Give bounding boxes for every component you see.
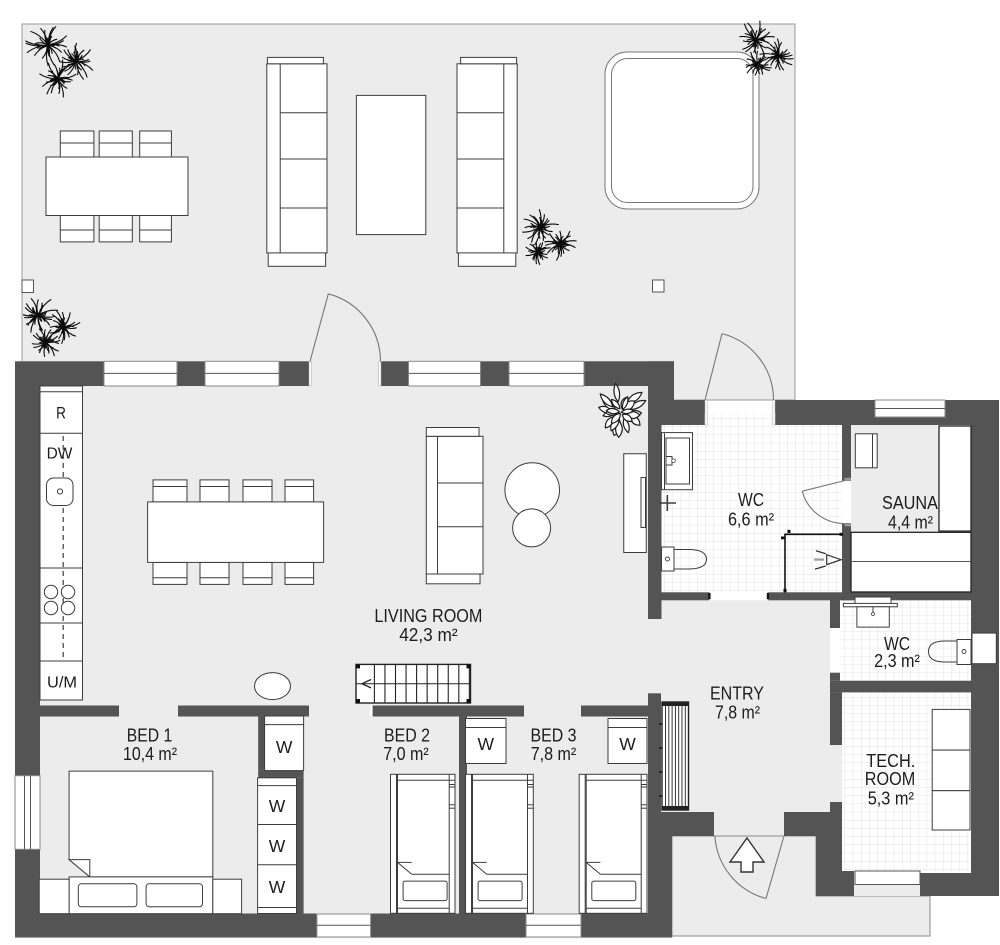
svg-text:U/M: U/M bbox=[47, 675, 77, 692]
svg-text:10,4 m²: 10,4 m² bbox=[123, 744, 177, 764]
svg-text:7,0 m²: 7,0 m² bbox=[383, 744, 429, 764]
svg-text:7,8 m²: 7,8 m² bbox=[715, 703, 760, 723]
svg-text:BED 1: BED 1 bbox=[127, 726, 172, 746]
svg-text:ROOM: ROOM bbox=[865, 769, 915, 789]
svg-text:W: W bbox=[478, 734, 495, 754]
svg-text:WC: WC bbox=[738, 490, 764, 510]
svg-text:W: W bbox=[269, 796, 286, 816]
svg-text:SAUNA: SAUNA bbox=[882, 493, 938, 513]
svg-text:4,4 m²: 4,4 m² bbox=[888, 513, 933, 533]
svg-text:2,3 m²: 2,3 m² bbox=[874, 651, 920, 671]
svg-text:TECH.: TECH. bbox=[866, 751, 915, 771]
svg-text:W: W bbox=[269, 836, 286, 856]
svg-text:42,3 m²: 42,3 m² bbox=[399, 625, 457, 645]
svg-text:DW: DW bbox=[47, 446, 73, 463]
svg-text:R: R bbox=[56, 405, 66, 423]
svg-text:BED 2: BED 2 bbox=[384, 726, 430, 746]
svg-text:BED 3: BED 3 bbox=[531, 726, 577, 746]
svg-text:6,6 m²: 6,6 m² bbox=[728, 509, 774, 529]
svg-text:7,8 m²: 7,8 m² bbox=[531, 744, 577, 764]
svg-text:5,3 m²: 5,3 m² bbox=[868, 789, 914, 809]
svg-text:WC: WC bbox=[884, 634, 910, 654]
svg-text:W: W bbox=[269, 877, 286, 897]
svg-text:W: W bbox=[619, 734, 636, 754]
svg-text:ENTRY: ENTRY bbox=[710, 684, 764, 704]
svg-text:W: W bbox=[276, 737, 293, 757]
svg-text:LIVING ROOM: LIVING ROOM bbox=[374, 606, 482, 626]
